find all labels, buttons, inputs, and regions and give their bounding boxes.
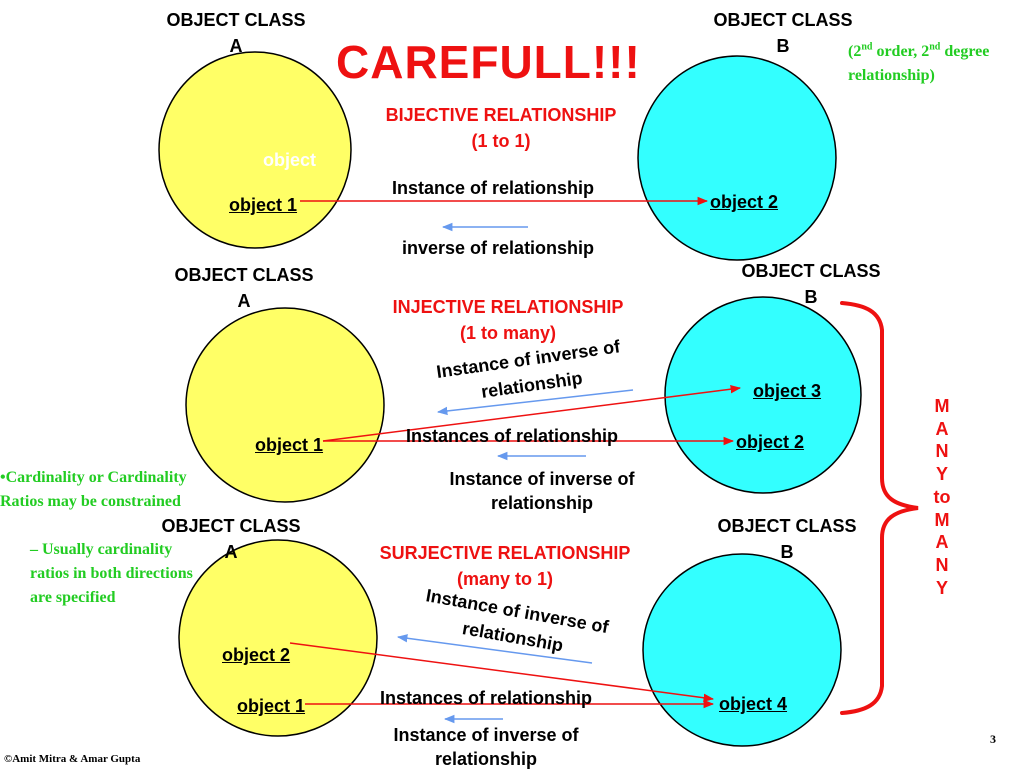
object-1-s3: object 1 (237, 696, 306, 716)
class-b-label-3: OBJECT CLASS B (717, 516, 857, 562)
order-note-part2: order, 2 (872, 43, 930, 60)
cardinality-subnote: – Usually cardinality ratios in both dir… (30, 541, 193, 606)
class-b-circle-2 (664, 296, 862, 494)
many-to-many-label: M A N Y to M A N Y (933, 396, 951, 598)
relationship-title-3: SURJECTIVE RELATIONSHIP (many to 1) (379, 543, 631, 589)
inverse-label-2: Instance of inverse of relationship (449, 469, 635, 513)
footer-credit: ©Amit Mitra & Amar Gupta (4, 753, 141, 765)
page-number: 3 (990, 732, 996, 746)
inverse-label-1: inverse of relationship (402, 238, 595, 258)
class-b-label-2: OBJECT CLASS B (741, 261, 881, 307)
order-note-part3: degree relationship) (848, 43, 990, 84)
class-a-label-3: OBJECT CLASS A (161, 516, 301, 562)
class-b-circle-3 (642, 553, 842, 747)
class-a-circle-3 (178, 539, 378, 737)
class-b-label-1: OBJECT CLASS B (713, 10, 853, 56)
object-2-s3: object 2 (222, 645, 291, 665)
cardinality-note: •Cardinality or Cardinality Ratios may b… (0, 469, 187, 510)
forward-label-2: Instances of relationship (406, 426, 619, 446)
order-note-sup1: nd (861, 41, 873, 53)
object-4-s3: object 4 (719, 694, 788, 714)
inverse-label-3: Instance of inverse of relationship (393, 725, 579, 769)
forward-label-1: Instance of relationship (392, 178, 595, 198)
inverse-arrow-2a (436, 389, 634, 416)
class-a-label-2: OBJECT CLASS A (174, 265, 314, 311)
object-inner-label: object (263, 150, 317, 170)
order-note-part1: (2 (848, 43, 862, 60)
object-2-s1: object 2 (710, 192, 779, 212)
forward-label-3: Instances of relationship (380, 688, 593, 708)
forward-arrow-2a (322, 385, 742, 442)
relationship-title-1: BIJECTIVE RELATIONSHIP (1 to 1) (385, 105, 617, 151)
many-to-many-brace (840, 301, 919, 715)
inverse-arrow-3a (396, 634, 593, 664)
forward-arrow-3a (289, 642, 715, 702)
order-note: (2nd order, 2nd degree relationship) (848, 40, 1024, 88)
order-note-sup2: nd (929, 41, 941, 53)
class-b-circle-1 (637, 55, 837, 261)
class-a-circle-2 (185, 307, 385, 503)
object-2-s2: object 2 (736, 432, 805, 452)
object-1-s1: object 1 (229, 195, 298, 215)
class-a-circle-1 (158, 51, 352, 249)
relationship-title-2: INJECTIVE RELATIONSHIP (1 to many) (392, 297, 624, 343)
class-a-label-1: OBJECT CLASS A (166, 10, 306, 56)
object-3-s2: object 3 (753, 381, 822, 401)
page-title: CAREFULL!!! (336, 36, 641, 88)
object-1-s2: object 1 (255, 435, 324, 455)
